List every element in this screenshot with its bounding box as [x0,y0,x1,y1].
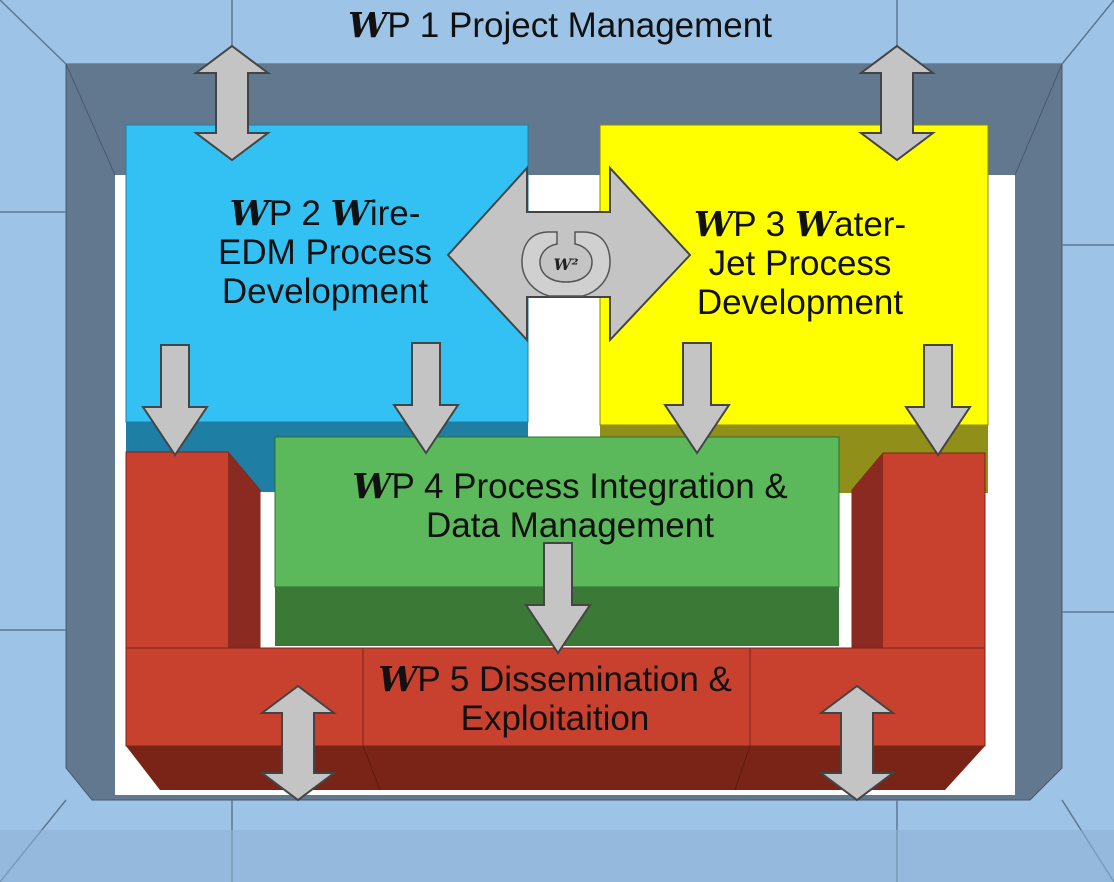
wp2-logo-letter: W [229,193,269,234]
wp4-title-line2: Data Management [426,506,714,546]
wp3-title-line1b: ater- [834,205,907,244]
wp3-title-line3: Development [696,283,904,323]
wp2-title-line2: EDM Process [218,233,432,273]
w2-logo-icon: W² [521,231,611,297]
wp4-logo-letter: W [352,466,392,507]
wp1-title: WP 1 Project Management [280,6,840,45]
w2-logo-text: W² [554,255,579,274]
wp2-wire-letter: W [330,193,370,234]
wp5-title-line1: P 5 Dissemination & [417,660,732,699]
wp2-title: WP 2 Wire- EDM Process Development [140,194,510,312]
wp2-title-line1a: P 2 [268,194,331,233]
wp3-title-line1a: P 3 [733,205,795,244]
wp3-title: WP 3 Water- Jet Process Development [615,205,985,323]
wp2-title-line1b: ire- [369,194,421,233]
wp5-box [125,451,986,791]
wp2-title-line3: Development [221,272,429,312]
wp3-title-line2: Jet Process [708,244,892,284]
wp3-logo-letter: W [693,204,734,245]
wp4-title: WP 4 Process Integration & Data Manageme… [300,467,840,545]
wp5-title: WP 5 Dissemination & Exploitaition [335,660,775,738]
wp2-wp3-double-arrow [446,165,692,343]
wp4-title-line1: P 4 Process Integration & [391,467,788,506]
wp3-water-letter: W [794,204,835,245]
wp5-logo-letter: W [378,659,418,700]
wp5-title-line2: Exploitaition [460,699,650,739]
wp1-title-text: P 1 Project Management [387,6,772,45]
wp1-logo-letter: W [348,5,388,46]
